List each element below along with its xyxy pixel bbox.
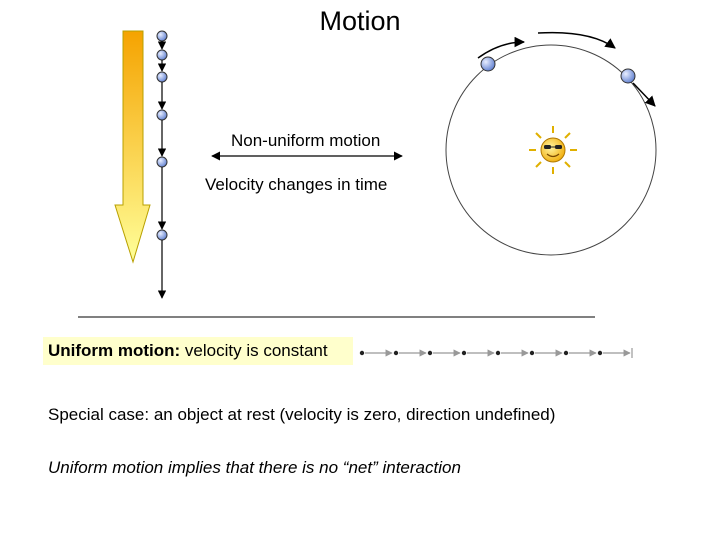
uniform-motion-text: velocity is constant — [180, 341, 328, 360]
implies-text: Uniform motion implies that there is no … — [48, 458, 461, 477]
ball-icon-5 — [156, 167, 168, 241]
special-case-text: Special case: an object at rest (velocit… — [48, 405, 556, 424]
planet-icon-1 — [537, 31, 656, 107]
uniform-motion-box: Uniform motion: velocity is constant — [43, 337, 353, 365]
velocity-changes-label: Velocity changes in time — [205, 175, 388, 194]
sun-icon — [529, 126, 577, 174]
uniform-dot-5 — [529, 350, 535, 356]
ball-icon-4 — [156, 120, 168, 168]
uniform-dot-4 — [495, 350, 501, 356]
uniform-dot-2 — [427, 350, 433, 356]
uniform-dot-7 — [597, 350, 603, 356]
planet-icon-0 — [477, 36, 526, 72]
orbit-icon — [445, 44, 657, 256]
uniform-dot-0 — [359, 350, 365, 356]
uniform-dot-3 — [461, 350, 467, 356]
non-uniform-label: Non-uniform motion — [231, 131, 381, 150]
ball-icon-2 — [156, 60, 168, 83]
uniform-dot-1 — [393, 350, 399, 356]
uniform-motion-heading: Uniform motion: — [48, 341, 181, 360]
uniform-dot-6 — [563, 350, 569, 356]
ball-icon-1 — [156, 41, 168, 61]
page-title: Motion — [319, 6, 401, 36]
uniform-motion-arrows — [359, 348, 633, 358]
falling-arrow-icon — [114, 30, 151, 264]
ball-icon-3 — [156, 82, 168, 121]
